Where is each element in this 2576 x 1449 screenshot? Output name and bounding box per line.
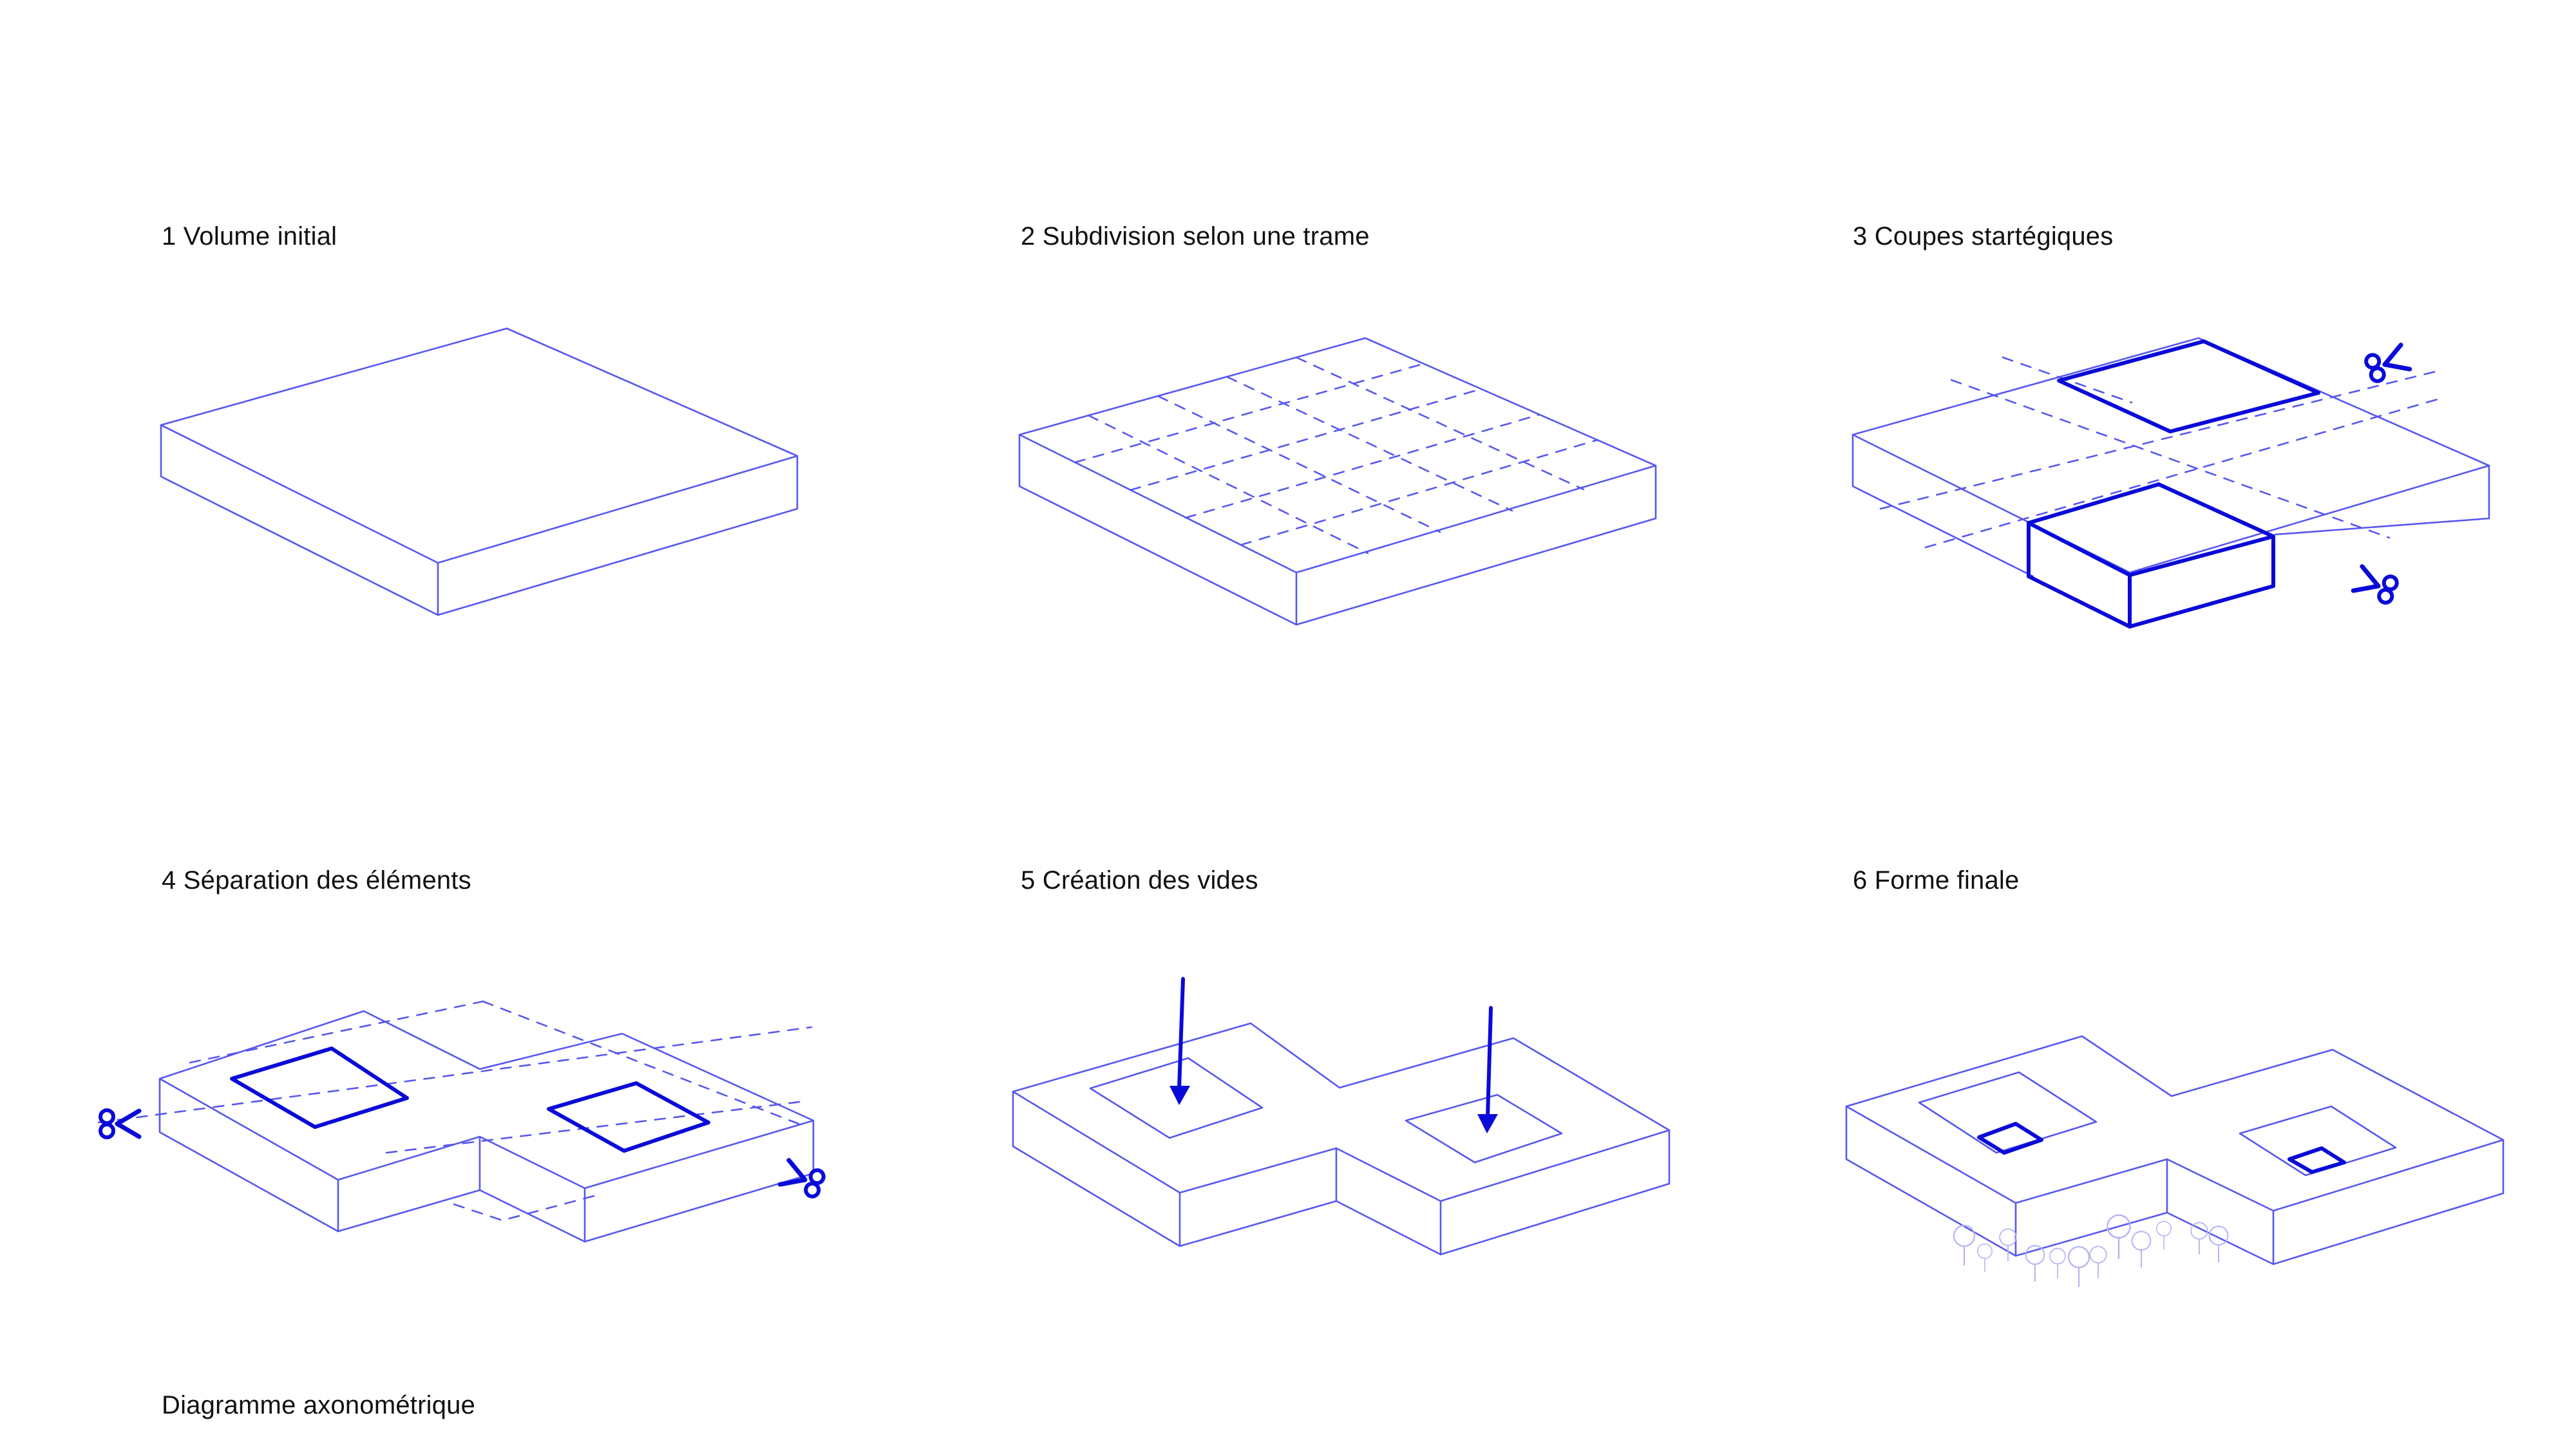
down-arrow-icon bbox=[1477, 1114, 1498, 1133]
scissors-icon bbox=[100, 1110, 139, 1137]
step-3-title: 3 Coupes startégiques bbox=[1853, 222, 2114, 251]
separation-drawing bbox=[97, 1000, 826, 1243]
step-2-title: 2 Subdivision selon une trame bbox=[1021, 222, 1370, 251]
subdivision-grid-drawing bbox=[1018, 337, 1657, 626]
final-form-drawing bbox=[1845, 1035, 2505, 1288]
voids-creation-drawing bbox=[1012, 977, 1671, 1256]
scissors-icon bbox=[2364, 345, 2410, 383]
tree-icon bbox=[1953, 1214, 2229, 1288]
volume-initial-drawing bbox=[160, 327, 799, 616]
strategic-cuts-drawing bbox=[1852, 337, 2490, 629]
down-arrow-icon bbox=[1170, 1086, 1190, 1105]
scissors-icon bbox=[780, 1160, 826, 1198]
step-4-title: 4 Séparation des éléments bbox=[162, 866, 471, 895]
step-5-title: 5 Création des vides bbox=[1021, 866, 1258, 895]
scissors-icon bbox=[2353, 566, 2399, 605]
step-1-title: 1 Volume initial bbox=[162, 222, 337, 251]
step-6-title: 6 Forme finale bbox=[1853, 866, 2020, 895]
diagram-caption: Diagramme axonométrique bbox=[162, 1391, 476, 1419]
